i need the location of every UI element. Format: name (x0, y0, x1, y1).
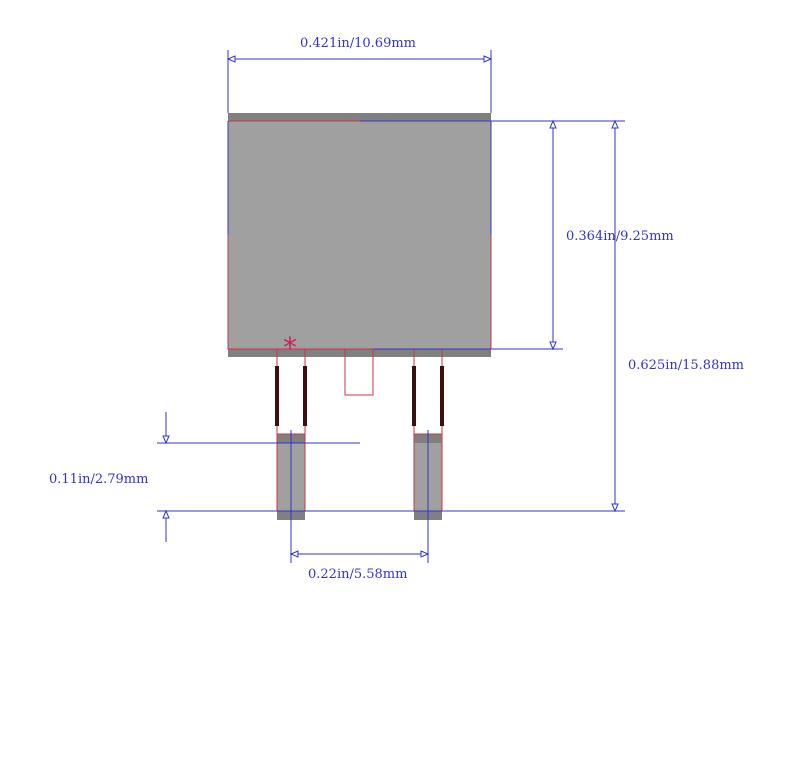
tab-pad-bottom-band (228, 349, 491, 357)
dim-pad-length: 0.11in/2.79mm (49, 412, 491, 542)
dim-tab-height-label: 0.364in/9.25mm (566, 229, 674, 244)
dim-pad-length-label: 0.11in/2.79mm (49, 472, 148, 487)
tab-outline-red (227, 235, 360, 350)
dim-width-top: 0.421in/10.69mm (226, 36, 493, 113)
pin1-marker: * (283, 331, 297, 364)
dim-width-top-label: 0.421in/10.69mm (300, 36, 416, 51)
leads (275, 366, 444, 426)
center-lead-outline (344, 348, 374, 396)
dim-overall-height-label: 0.625in/15.88mm (628, 358, 744, 373)
dim-tab-height: 0.364in/9.25mm (491, 119, 674, 351)
dim-overall-height: 0.625in/15.88mm (491, 119, 744, 513)
tab-pad-top-band (228, 113, 491, 121)
tab-pad (227, 113, 492, 357)
dim-pad-pitch-label: 0.22in/5.58mm (308, 567, 407, 582)
dim-pad-pitch: 0.22in/5.58mm (289, 430, 430, 582)
